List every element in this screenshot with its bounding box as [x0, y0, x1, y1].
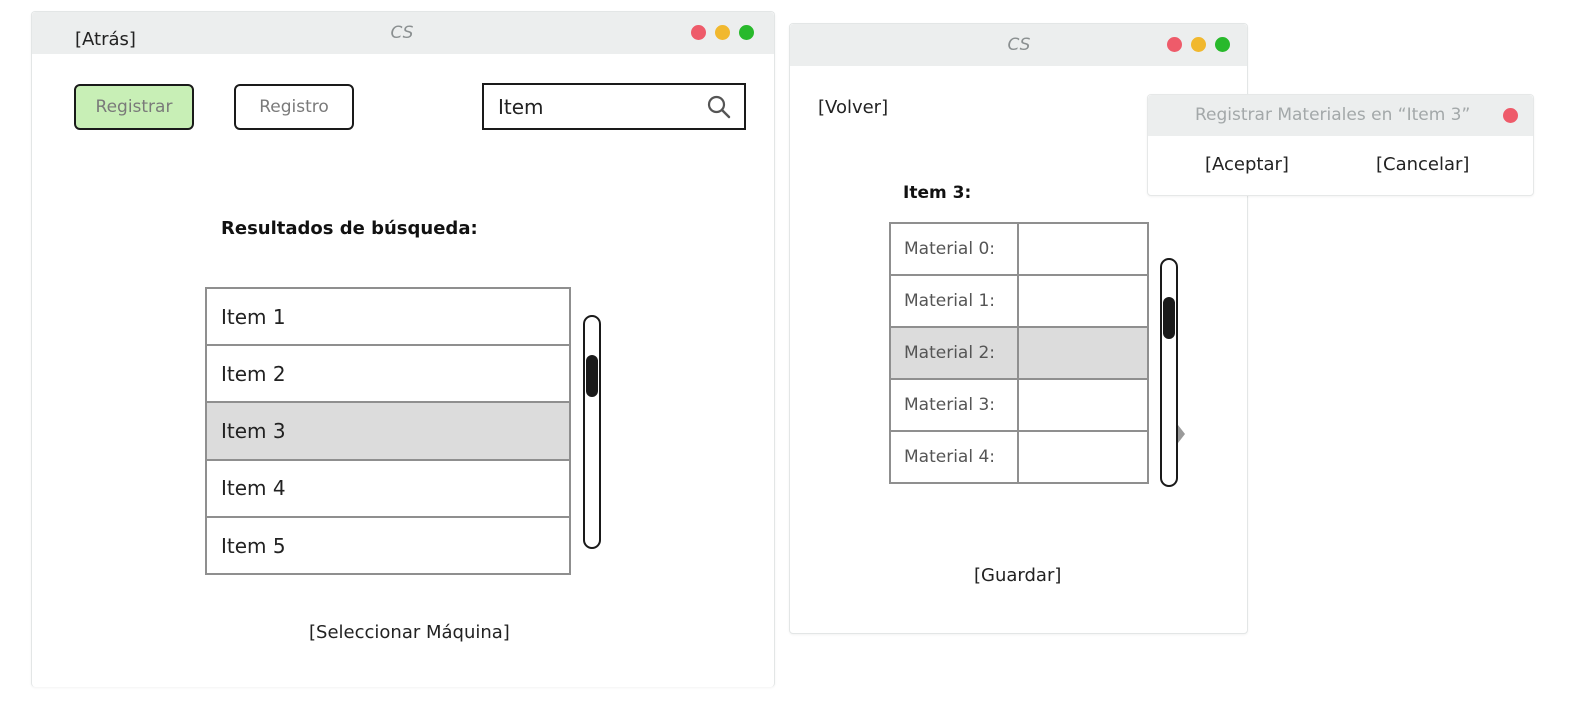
list-item[interactable]: Item 5 — [221, 534, 286, 559]
table-row[interactable]: Material 2: — [889, 326, 1149, 380]
window-title: CS — [390, 23, 414, 43]
list-item[interactable]: Item 2 — [207, 346, 569, 404]
item-heading: Item 3: — [903, 183, 972, 203]
material-value-cell[interactable] — [1017, 274, 1149, 328]
results-scrollbar-thumb[interactable] — [586, 355, 598, 397]
materials-table: Material 0:Material 1:Material 2:Materia… — [889, 222, 1149, 484]
records-button-label: Registro — [259, 97, 329, 117]
materials-window: CS [Volver] Item 3: Material 0:Material … — [789, 23, 1248, 634]
register-button-label: Registrar — [95, 97, 173, 117]
material-label: Material 2: — [889, 326, 1019, 380]
dialog-title-bar: Registrar Materiales en “Item 3” — [1148, 95, 1533, 136]
cursor-caret-icon — [1178, 425, 1185, 443]
records-button[interactable]: Registro — [234, 84, 354, 130]
material-value-cell[interactable] — [1017, 326, 1149, 380]
dialog-title: Registrar Materiales en “Item 3” — [1195, 105, 1471, 125]
material-value-cell[interactable] — [1017, 222, 1149, 276]
cancel-link[interactable]: [Cancelar] — [1376, 154, 1470, 175]
list-item[interactable]: Item 3 — [207, 403, 569, 461]
close-dialog-button[interactable] — [1503, 108, 1518, 123]
close-window-button[interactable] — [1167, 37, 1182, 52]
material-label: Material 3: — [889, 378, 1019, 432]
window-title: CS — [1007, 35, 1031, 55]
back-link[interactable]: [Volver] — [818, 97, 889, 118]
materials-scrollbar[interactable] — [1160, 258, 1178, 487]
minimize-window-button[interactable] — [715, 25, 730, 40]
save-link[interactable]: [Guardar] — [974, 565, 1062, 586]
maximize-window-button[interactable] — [1215, 37, 1230, 52]
close-window-button[interactable] — [691, 25, 706, 40]
results-scrollbar[interactable] — [583, 315, 601, 549]
title-bar: CS — [790, 24, 1247, 66]
material-value-cell[interactable] — [1017, 378, 1149, 432]
search-box — [482, 83, 746, 130]
minimize-window-button[interactable] — [1191, 37, 1206, 52]
select-machine-link[interactable]: [Seleccionar Máquina] — [309, 622, 510, 643]
search-input[interactable] — [484, 94, 698, 119]
material-label: Material 0: — [889, 222, 1019, 276]
register-button[interactable]: Registrar — [74, 84, 194, 130]
table-row[interactable]: Material 1: — [889, 274, 1149, 328]
table-row[interactable]: Material 3: — [889, 378, 1149, 432]
results-heading: Resultados de búsqueda: — [221, 218, 478, 239]
table-row[interactable]: Material 4: — [889, 430, 1149, 484]
table-row[interactable]: Material 0: — [889, 222, 1149, 276]
accept-link[interactable]: [Aceptar] — [1205, 154, 1289, 175]
materials-scrollbar-thumb[interactable] — [1163, 297, 1175, 339]
maximize-window-button[interactable] — [739, 25, 754, 40]
back-link[interactable]: [Atrás] — [75, 29, 136, 50]
search-icon[interactable] — [706, 94, 732, 120]
title-bar: CS — [32, 12, 774, 54]
material-value-cell[interactable] — [1017, 430, 1149, 484]
search-window: CS [Atrás] Registrar Registro Resultados… — [31, 11, 775, 687]
list-item[interactable]: Item 4 — [207, 461, 569, 518]
register-materials-dialog: Registrar Materiales en “Item 3” [Acepta… — [1147, 94, 1534, 196]
list-item[interactable]: Item 1 — [207, 289, 569, 347]
material-label: Material 1: — [889, 274, 1019, 328]
material-label: Material 4: — [889, 430, 1019, 484]
